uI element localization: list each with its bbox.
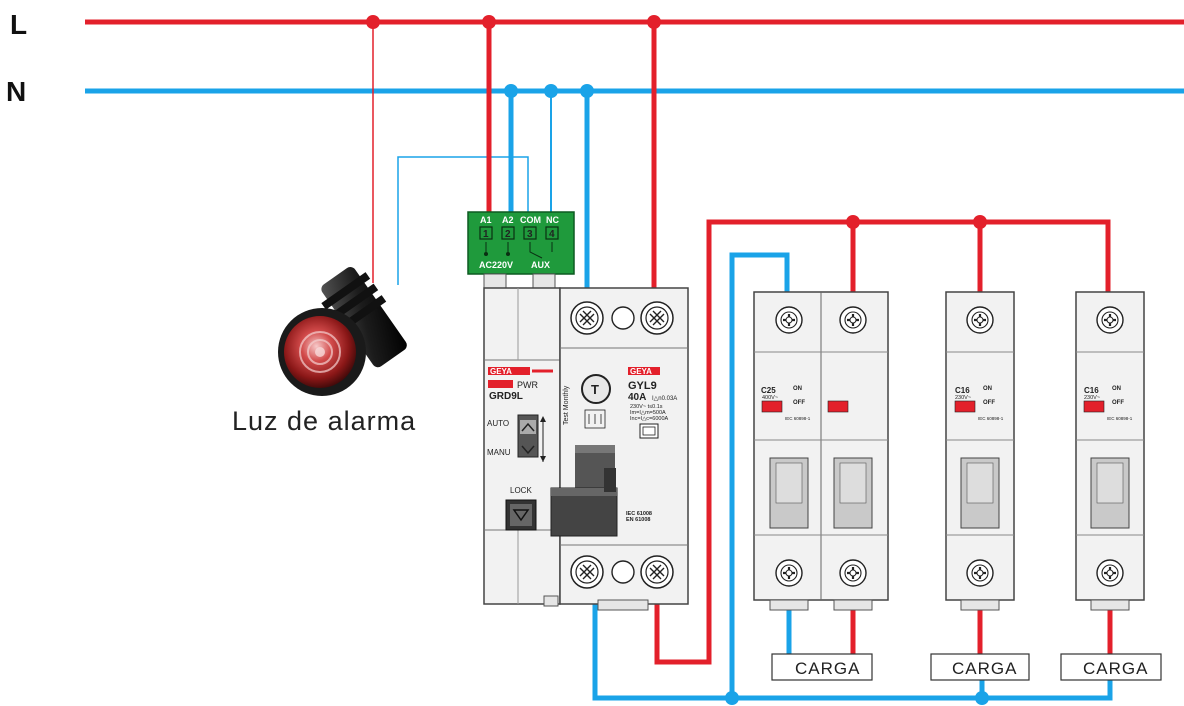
rcbo-terminal-hole [611,306,635,330]
breaker-terminal-screw [1095,558,1125,588]
recloser-model: GRD9L [489,391,523,402]
load-label: CARGA [795,659,860,678]
rcbo-line-out-wire [654,219,1111,665]
breaker-voltage: 230V~ [955,395,971,401]
recloser-device: GEYA PWR GRD9L AUTO MANU LOCK [483,273,561,607]
breaker-standard: IEC 60898-1 [785,416,811,421]
relay-terminal-label: NC [546,215,559,225]
rcbo-terminal-screw [640,301,674,335]
rcbo-terminal-hole [611,560,635,584]
breaker-status-window [1083,400,1105,413]
rcbo-standard: IEC 61008 [626,511,652,517]
rcbo-device: T Test Monthly GEYA GYL9 40A I△n0.03A 23… [550,287,689,611]
rcbo-circuit-symbol [584,409,606,429]
rcbo-indicator [639,423,659,439]
line-bus-label: L [10,9,27,40]
breaker-off: OFF [1112,400,1124,406]
breaker-on: ON [1112,386,1121,392]
relay-left-caption: AC220V [479,260,513,270]
junction-dot [544,84,558,98]
test-button-label: T [591,382,599,397]
breaker-on: ON [793,386,802,392]
breaker-c16-a: C16 230V~ ON OFF IEC 60898-1 [945,291,1015,611]
rcbo-spec: Inc=I△c=6000A [630,416,669,422]
junction-dot [725,691,739,705]
junction-dot [647,15,661,29]
relay-terminal-label: A2 [502,215,514,225]
rcbo-standard: EN 61008 [626,517,650,523]
load-box: CARGA [1060,653,1162,681]
alarm-label: Luz de alarma [232,406,416,436]
breaker-terminal-screw [774,305,804,335]
rcbo-spec: 230V~ t≤0.1s [630,404,663,410]
rcbo-rating: 40A [628,392,646,403]
rcbo-brand: GEYA [630,367,652,376]
neutral-distribution-wire [729,252,790,698]
breaker-voltage: 230V~ [1084,395,1100,401]
breaker-off: OFF [793,400,805,406]
rcbo-terminal-screw [570,301,604,335]
load-label: CARGA [952,659,1017,678]
breaker-on: ON [983,386,992,392]
breaker-standard: IEC 60898-1 [978,416,1004,421]
pwr-label: PWR [517,380,538,390]
breaker-c25: C25 400V~ ON OFF IEC 60898-1 [753,291,889,611]
junction-dot [975,691,989,705]
junction-dot [580,84,594,98]
breaker-off: OFF [983,400,995,406]
junction-dot [846,215,860,229]
breaker-rating: C16 [1084,386,1099,395]
manu-label: MANU [487,448,511,457]
load-box: CARGA [930,653,1030,681]
breaker-terminal-screw [965,305,995,335]
breaker-rating: C16 [955,386,970,395]
rcbo-neutral-out-wire [592,598,1113,701]
auto-label: AUTO [487,419,509,428]
rcbo-model: GYL9 [628,380,657,392]
relay-terminal-number: 3 [527,229,533,240]
rcbo-sensitivity: I△n0.03A [652,396,677,402]
breaker-status-window [761,400,783,413]
relay-terminal-label: COM [520,215,541,225]
relay-terminal-number: 4 [549,229,555,240]
junction-dot [504,84,518,98]
rcbo-terminal-screw [570,555,604,589]
breaker-voltage: 400V~ [762,395,778,401]
test-button[interactable] [581,374,611,404]
rcbo-spec: Im=I△m=500A [630,410,666,416]
test-monthly-label: Test Monthly [563,385,570,425]
breaker-terminal-screw [838,558,868,588]
lock-label: LOCK [510,486,532,495]
relay-terminal-number: 1 [483,229,489,240]
breaker-terminal-screw [838,305,868,335]
rcbo-terminal-screw [640,555,674,589]
junction-dot [366,15,380,29]
breaker-c16-b: C16 230V~ ON OFF IEC 60898-1 [1075,291,1145,611]
junction-dot [482,15,496,29]
neutral-bus-label: N [6,76,26,107]
pwr-indicator [488,380,513,388]
breaker-status-window [827,400,849,413]
breaker-terminal-screw [774,558,804,588]
breaker-terminal-screw [1095,305,1125,335]
breaker-status-window [954,400,976,413]
junction-dot [973,215,987,229]
recloser-brand: GEYA [490,367,512,376]
alarm-light [278,267,407,396]
relay-right-caption: AUX [531,260,550,270]
breaker-rating: C25 [761,386,776,395]
relay-module: A1 A2 COM NC 1 2 3 4 AC220V AUX [467,211,575,275]
load-label: CARGA [1083,659,1148,678]
breaker-standard: IEC 60898-1 [1107,416,1133,421]
alarm-signal-wire [397,156,529,285]
relay-terminal-number: 2 [505,229,511,240]
load-box: CARGA [771,653,873,681]
relay-terminal-label: A1 [480,215,492,225]
breaker-terminal-screw [965,558,995,588]
